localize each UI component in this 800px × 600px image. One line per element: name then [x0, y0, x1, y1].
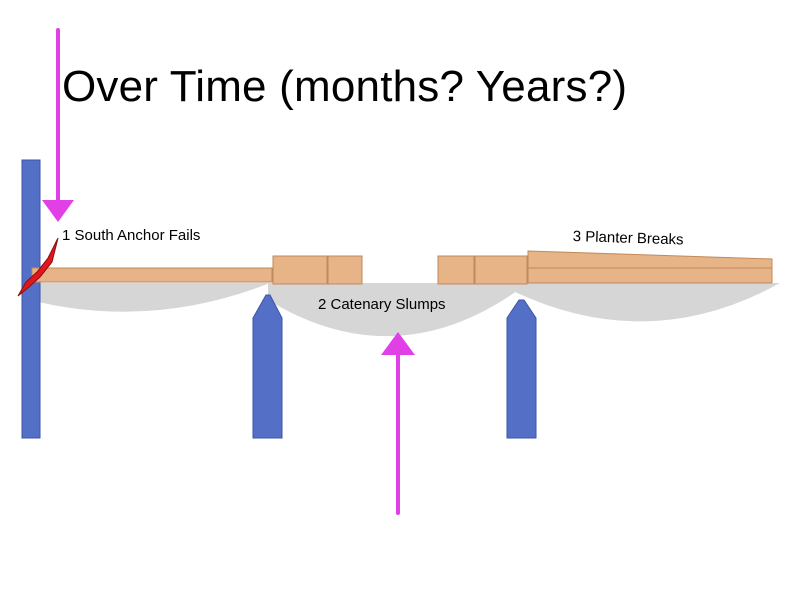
catenary-span-right: [515, 283, 780, 322]
deck-block: [327, 255, 363, 285]
pier-middle-left: [252, 294, 283, 439]
deck-plank-right-lower: [527, 267, 773, 284]
deck-block: [474, 255, 528, 285]
pier-middle-right: [506, 299, 537, 439]
south-anchor-label: 1 South Anchor Fails: [62, 227, 201, 244]
deck-block: [272, 255, 328, 285]
planter-tilted-plank: [527, 250, 773, 269]
catenary-span-left: [30, 283, 270, 312]
deck-plank-left-long: [31, 267, 273, 283]
up-arrow-icon: [381, 332, 415, 515]
deck-block: [437, 255, 475, 285]
slide-title: Over Time (months? Years?): [62, 62, 628, 111]
anchor-failure-icon: [17, 237, 59, 297]
catenary-label: 2 Catenary Slumps: [318, 296, 446, 313]
down-arrow-icon: [42, 28, 74, 222]
catenary-span-middle: [268, 283, 528, 337]
planter-label: 3 Planter Breaks: [572, 228, 684, 249]
south-anchor-pier: [21, 159, 41, 439]
